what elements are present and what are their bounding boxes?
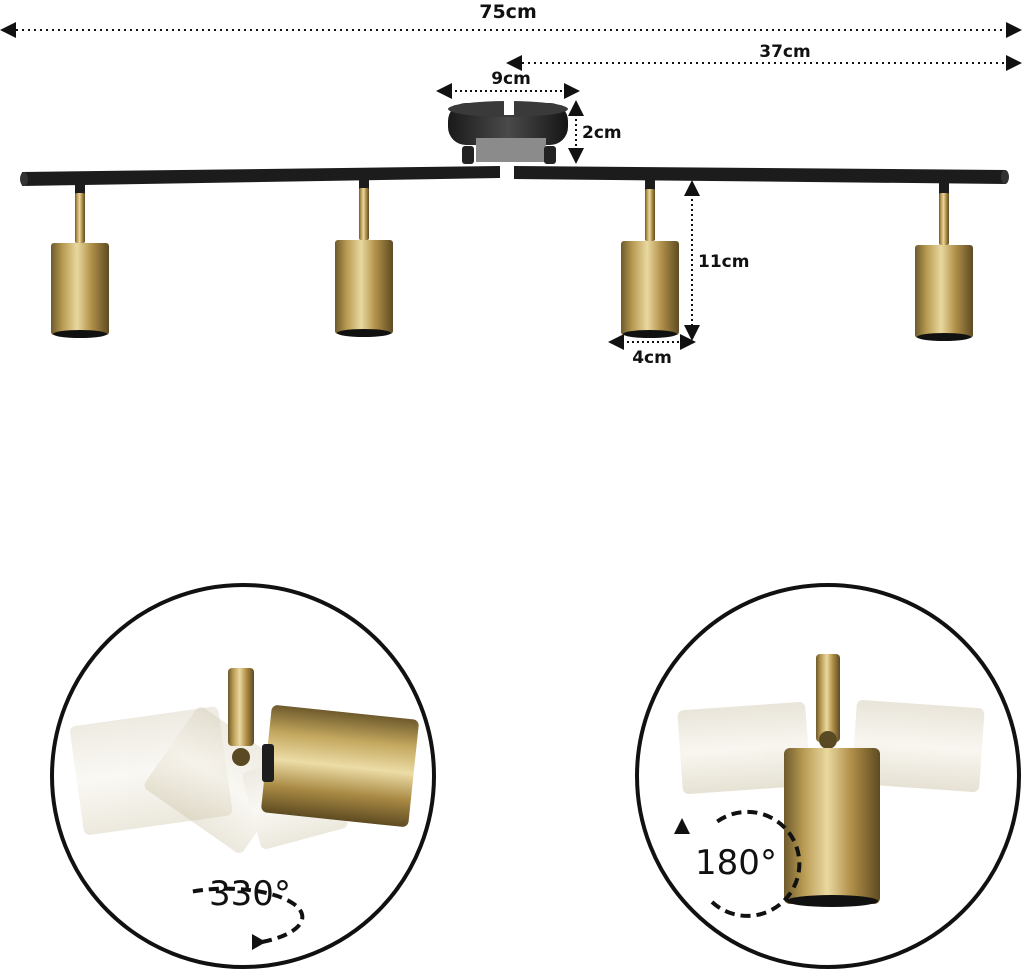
mount xyxy=(75,182,85,194)
dimension-2cm: 2cm xyxy=(568,100,622,164)
dimension-4cm: 4cm xyxy=(608,334,696,368)
detail-circle-border xyxy=(635,583,1021,969)
rotation-label-180: 180° xyxy=(695,843,777,883)
arm xyxy=(645,189,655,241)
rotation-arrow xyxy=(710,809,802,918)
dim-label-37cm: 37cm xyxy=(759,42,810,62)
cylinder xyxy=(51,243,109,335)
ghost-position-right xyxy=(851,700,985,792)
pivot xyxy=(819,731,837,749)
dim-label-9cm: 9cm xyxy=(491,69,531,89)
lens xyxy=(623,330,677,338)
mount xyxy=(645,176,655,190)
spotlight-4 xyxy=(915,180,973,341)
arm xyxy=(75,193,85,243)
mount xyxy=(359,177,369,189)
dimension-75cm: 75cm xyxy=(0,1,1022,38)
dim-label-2cm: 2cm xyxy=(582,123,622,143)
pivot xyxy=(232,748,250,766)
dimension-37cm: 37cm xyxy=(506,42,1022,71)
detail-circle-border xyxy=(50,583,436,969)
base-collar xyxy=(476,138,546,162)
arm xyxy=(228,668,254,746)
mount xyxy=(939,180,949,194)
cylinder xyxy=(335,240,393,334)
arm xyxy=(359,188,369,240)
bar-cap xyxy=(1001,170,1009,184)
bar-cap xyxy=(20,172,28,186)
cylinder xyxy=(261,705,419,827)
dimension-11cm: 11cm xyxy=(684,180,749,341)
rotation-arrow xyxy=(189,886,305,944)
bar-body xyxy=(22,166,500,186)
dim-label-11cm: 11cm xyxy=(698,252,749,272)
dim-label-4cm: 4cm xyxy=(632,348,672,368)
cylinder xyxy=(784,748,880,904)
rotation-detail-vertical: 180° xyxy=(635,583,1021,969)
dim-label-75cm: 75cm xyxy=(479,1,537,23)
rotation-detail-horizontal: 330° xyxy=(50,583,436,969)
lens xyxy=(917,333,971,341)
lens xyxy=(337,329,391,337)
hinge xyxy=(262,744,274,782)
cylinder xyxy=(621,241,679,335)
arrow-head-icon xyxy=(674,818,690,834)
bar-body xyxy=(514,166,1006,184)
spotlight-2 xyxy=(335,177,393,337)
lens xyxy=(786,895,878,907)
screw-right xyxy=(544,146,556,164)
bar-right xyxy=(514,166,1009,184)
lens xyxy=(53,330,107,338)
bar-left xyxy=(20,166,500,186)
arm xyxy=(816,654,840,742)
base-slot xyxy=(504,101,514,115)
spotlight-1 xyxy=(51,182,109,338)
dimension-9cm: 9cm xyxy=(436,69,580,99)
screw-left xyxy=(462,146,474,164)
ghost-position-left xyxy=(677,702,811,794)
ceiling-base xyxy=(448,101,568,164)
rotation-label-330: 330° xyxy=(209,874,291,914)
arrow-head-icon xyxy=(252,934,266,950)
arm xyxy=(939,193,949,245)
cylinder xyxy=(915,245,973,338)
spotlight-3 xyxy=(621,176,679,338)
